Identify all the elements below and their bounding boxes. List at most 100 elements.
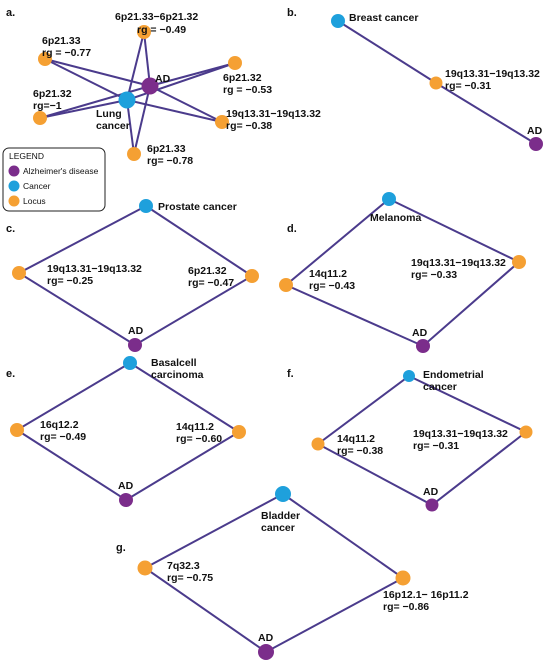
node-c-right-locus: [245, 269, 259, 283]
legend-box: [2, 147, 106, 212]
panel-d: d. Melanoma 14q11.2 rg= −0.43 19q13.31−1…: [279, 192, 526, 353]
node-a-locus-2: [38, 52, 52, 66]
label-a-locus-5-name: 19q13.31−19q13.32: [226, 108, 321, 120]
edge-a-ad-l1: [143, 31, 151, 87]
label-e-right-rg: rg= −0.60: [176, 433, 222, 445]
label-a-locus-6-rg: rg= −0.78: [147, 155, 193, 167]
node-a-locus-4: [33, 111, 47, 125]
panel-f-label: f.: [287, 368, 294, 380]
panel-e-label: e.: [6, 368, 15, 380]
legend-title: LEGEND: [9, 151, 44, 161]
legend-locus-label: Locus: [23, 196, 46, 206]
panel-e: e. Basalcell carcinoma 16q12.2 rg= −0.49…: [6, 356, 246, 507]
node-f-cancer: [403, 370, 415, 382]
node-g-ad: [258, 644, 274, 660]
edge-a-lung-l3: [126, 62, 236, 101]
panel-c: c. Prostate cancer 19q13.31−19q13.32 rg=…: [6, 199, 259, 352]
panel-c-label: c.: [6, 223, 15, 235]
edge-a-ad-l5: [149, 85, 223, 123]
node-a-lung-cancer: [118, 91, 136, 109]
label-e-left-rg: rg= −0.49: [40, 431, 86, 443]
label-b-ad: AD: [527, 125, 543, 137]
node-d-ad: [416, 339, 430, 353]
label-g-cancer-line1: Bladder: [261, 510, 300, 522]
edge-a-lung-l1: [126, 31, 145, 101]
panel-a-label: a.: [6, 7, 15, 19]
label-a-locus-6-name: 6p21.33: [147, 143, 186, 155]
legend-cancer-swatch: [8, 180, 20, 192]
label-f-left-rg: rg= −0.38: [337, 445, 383, 457]
label-g-left-name: 7q32.3: [167, 560, 200, 572]
panel-a: a. 6p21.33−6p21.32 rg = −0.49 6p21.33 rg…: [6, 7, 321, 167]
node-a-ad: [141, 77, 159, 95]
label-c-cancer: Prostate cancer: [158, 201, 237, 213]
panel-b: b. Breast cancer 19q13.31−19q13.32 rg= −…: [287, 7, 543, 151]
label-e-cancer-line1: Basalcell: [151, 357, 197, 369]
label-d-cancer: Melanoma: [370, 212, 422, 224]
label-a-cancer-line1: Lung: [96, 108, 122, 120]
legend: LEGEND Alzheimer's disease Cancer Locus: [2, 147, 106, 212]
label-f-left-name: 14q11.2: [337, 433, 375, 445]
label-f-right-name: 19q13.31−19q13.32: [413, 428, 508, 440]
panel-d-label: d.: [287, 223, 297, 235]
edge-a-lung-l5: [126, 99, 223, 123]
node-a-locus-5: [215, 115, 229, 129]
label-a-locus-2-rg: rg = −0.77: [42, 47, 91, 59]
node-a-locus-6: [127, 147, 141, 161]
node-d-left-locus: [279, 278, 293, 292]
label-g-right-name: 16p12.1− 16p11.2: [383, 589, 469, 601]
node-f-left-locus: [311, 437, 325, 451]
panel-b-label: b.: [287, 7, 297, 19]
node-f-right-locus: [519, 425, 533, 439]
edge-a-ad-l4: [39, 85, 151, 119]
node-b-ad: [529, 137, 543, 151]
node-g-cancer: [275, 486, 291, 502]
panel-g-label: g.: [116, 542, 126, 554]
legend-ad-swatch: [8, 165, 20, 177]
label-a-locus-2-name: 6p21.33: [42, 35, 81, 47]
label-e-cancer-line2: carcinoma: [151, 369, 204, 381]
node-c-ad: [128, 338, 142, 352]
label-g-left-rg: rg= −0.75: [167, 572, 213, 584]
label-a-ad: AD: [155, 73, 171, 85]
legend-ad-label: Alzheimer's disease: [23, 166, 99, 176]
label-c-right-name: 6p21.32: [188, 265, 227, 277]
label-d-ad: AD: [412, 327, 428, 339]
edge-a-lung-l4: [39, 99, 128, 119]
label-g-ad: AD: [258, 632, 274, 644]
label-e-left-name: 16q12.2: [40, 419, 79, 431]
node-b-locus: [429, 76, 443, 90]
label-a-locus-4-name: 6p21.32: [33, 88, 72, 100]
label-c-left-name: 19q13.31−19q13.32: [47, 263, 142, 275]
node-d-cancer: [382, 192, 396, 206]
label-d-right-rg: rg= −0.33: [411, 269, 457, 281]
label-b-locus-rg: rg= −0.31: [445, 80, 491, 92]
node-e-ad: [119, 493, 133, 507]
node-f-ad: [425, 498, 439, 512]
label-c-right-rg: rg= −0.47: [188, 277, 234, 289]
label-a-locus-3-name: 6p21.32: [223, 72, 262, 84]
node-b-cancer: [331, 14, 345, 28]
label-d-left-rg: rg= −0.43: [309, 280, 355, 292]
label-f-cancer-line2: cancer: [423, 381, 457, 393]
label-b-cancer: Breast cancer: [349, 12, 418, 24]
label-f-ad: AD: [423, 486, 439, 498]
label-a-locus-1-rg: rg = −0.49: [137, 24, 186, 36]
legend-cancer-label: Cancer: [23, 181, 51, 191]
node-e-right-locus: [232, 425, 246, 439]
label-g-right-rg: rg= −0.86: [383, 601, 429, 613]
edge-a-lung-l2: [44, 58, 128, 101]
legend-locus-swatch: [8, 195, 20, 207]
label-a-locus-1-name: 6p21.33−6p21.32: [115, 11, 198, 23]
node-a-locus-3: [228, 56, 242, 70]
label-f-right-rg: rg= −0.31: [413, 440, 459, 452]
edge-a-lung-l6: [126, 99, 135, 155]
label-c-ad: AD: [128, 325, 144, 337]
label-a-locus-4-rg: rg=−1: [33, 100, 62, 112]
panel-g: g. Bladder cancer 7q32.3 rg= −0.75 16p12…: [116, 486, 469, 660]
label-d-left-name: 14q11.2: [309, 268, 347, 280]
label-a-locus-3-rg: rg = −0.53: [223, 84, 272, 96]
node-d-right-locus: [512, 255, 526, 269]
edge-b-1: [337, 20, 437, 84]
